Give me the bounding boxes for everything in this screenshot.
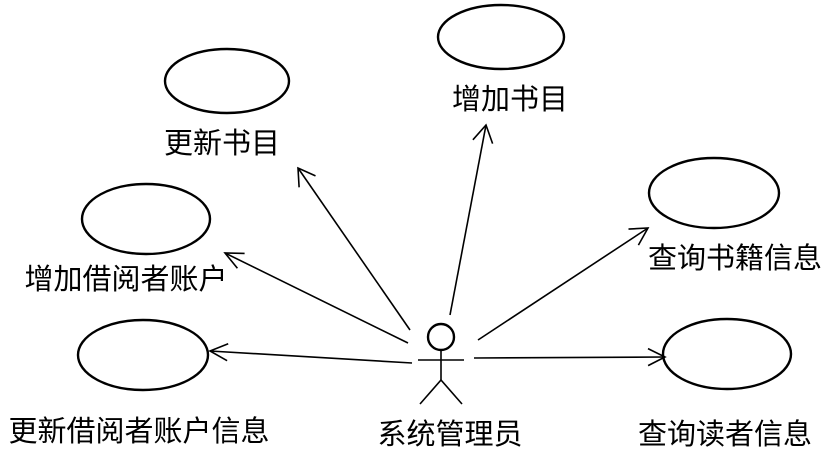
association-query-reader-info	[473, 347, 667, 367]
use-case-label: 增加书目	[452, 82, 568, 116]
arrowhead-icon	[208, 342, 229, 362]
actor-system-admin[interactable]: 系统管理员	[377, 322, 523, 451]
arrowhead-icon	[297, 166, 316, 188]
association-add-catalog	[449, 123, 494, 316]
use-case-add-catalog[interactable]: 增加书目	[436, 3, 568, 116]
association-line	[224, 252, 409, 344]
association-line	[209, 350, 413, 364]
association-line	[477, 227, 649, 341]
actor-head-icon	[426, 322, 456, 352]
use-case-ellipse[interactable]	[76, 318, 210, 392]
use-case-label: 增加借阅者账户	[24, 262, 227, 296]
association-line	[297, 167, 411, 331]
arrowhead-icon	[647, 347, 667, 367]
use-case-query-book-info[interactable]: 查询书籍信息	[647, 156, 822, 275]
use-case-label: 更新书目	[164, 126, 280, 160]
use-case-ellipse[interactable]	[647, 156, 781, 230]
actor-label: 系统管理员	[377, 417, 522, 451]
use-case-ellipse[interactable]	[163, 47, 291, 115]
association-update-borrower-account-info	[208, 342, 413, 364]
use-case-ellipse[interactable]	[661, 317, 793, 391]
association-update-catalog	[297, 166, 411, 331]
actor-left-leg	[419, 379, 442, 405]
actor-right-leg	[440, 379, 463, 405]
use-case-label: 查询读者信息	[638, 417, 812, 451]
association-line	[449, 124, 487, 316]
use-case-update-borrower-account-info[interactable]: 更新借阅者账户信息	[8, 318, 270, 448]
use-case-query-reader-info[interactable]: 查询读者信息	[638, 317, 812, 451]
association-query-book-info	[477, 227, 650, 341]
arrowhead-icon	[223, 252, 245, 269]
association-add-borrower-account	[223, 252, 409, 344]
use-case-ellipse[interactable]	[80, 182, 212, 256]
arrowhead-icon	[472, 123, 494, 144]
use-case-add-borrower-account[interactable]: 增加借阅者账户	[24, 182, 228, 296]
arrowhead-icon	[628, 227, 650, 246]
use-case-ellipse[interactable]	[436, 3, 566, 71]
use-case-update-catalog[interactable]: 更新书目	[163, 47, 291, 160]
use-case-label: 查询书籍信息	[648, 241, 822, 275]
use-case-label: 更新借阅者账户信息	[8, 414, 269, 448]
association-line	[473, 356, 666, 359]
